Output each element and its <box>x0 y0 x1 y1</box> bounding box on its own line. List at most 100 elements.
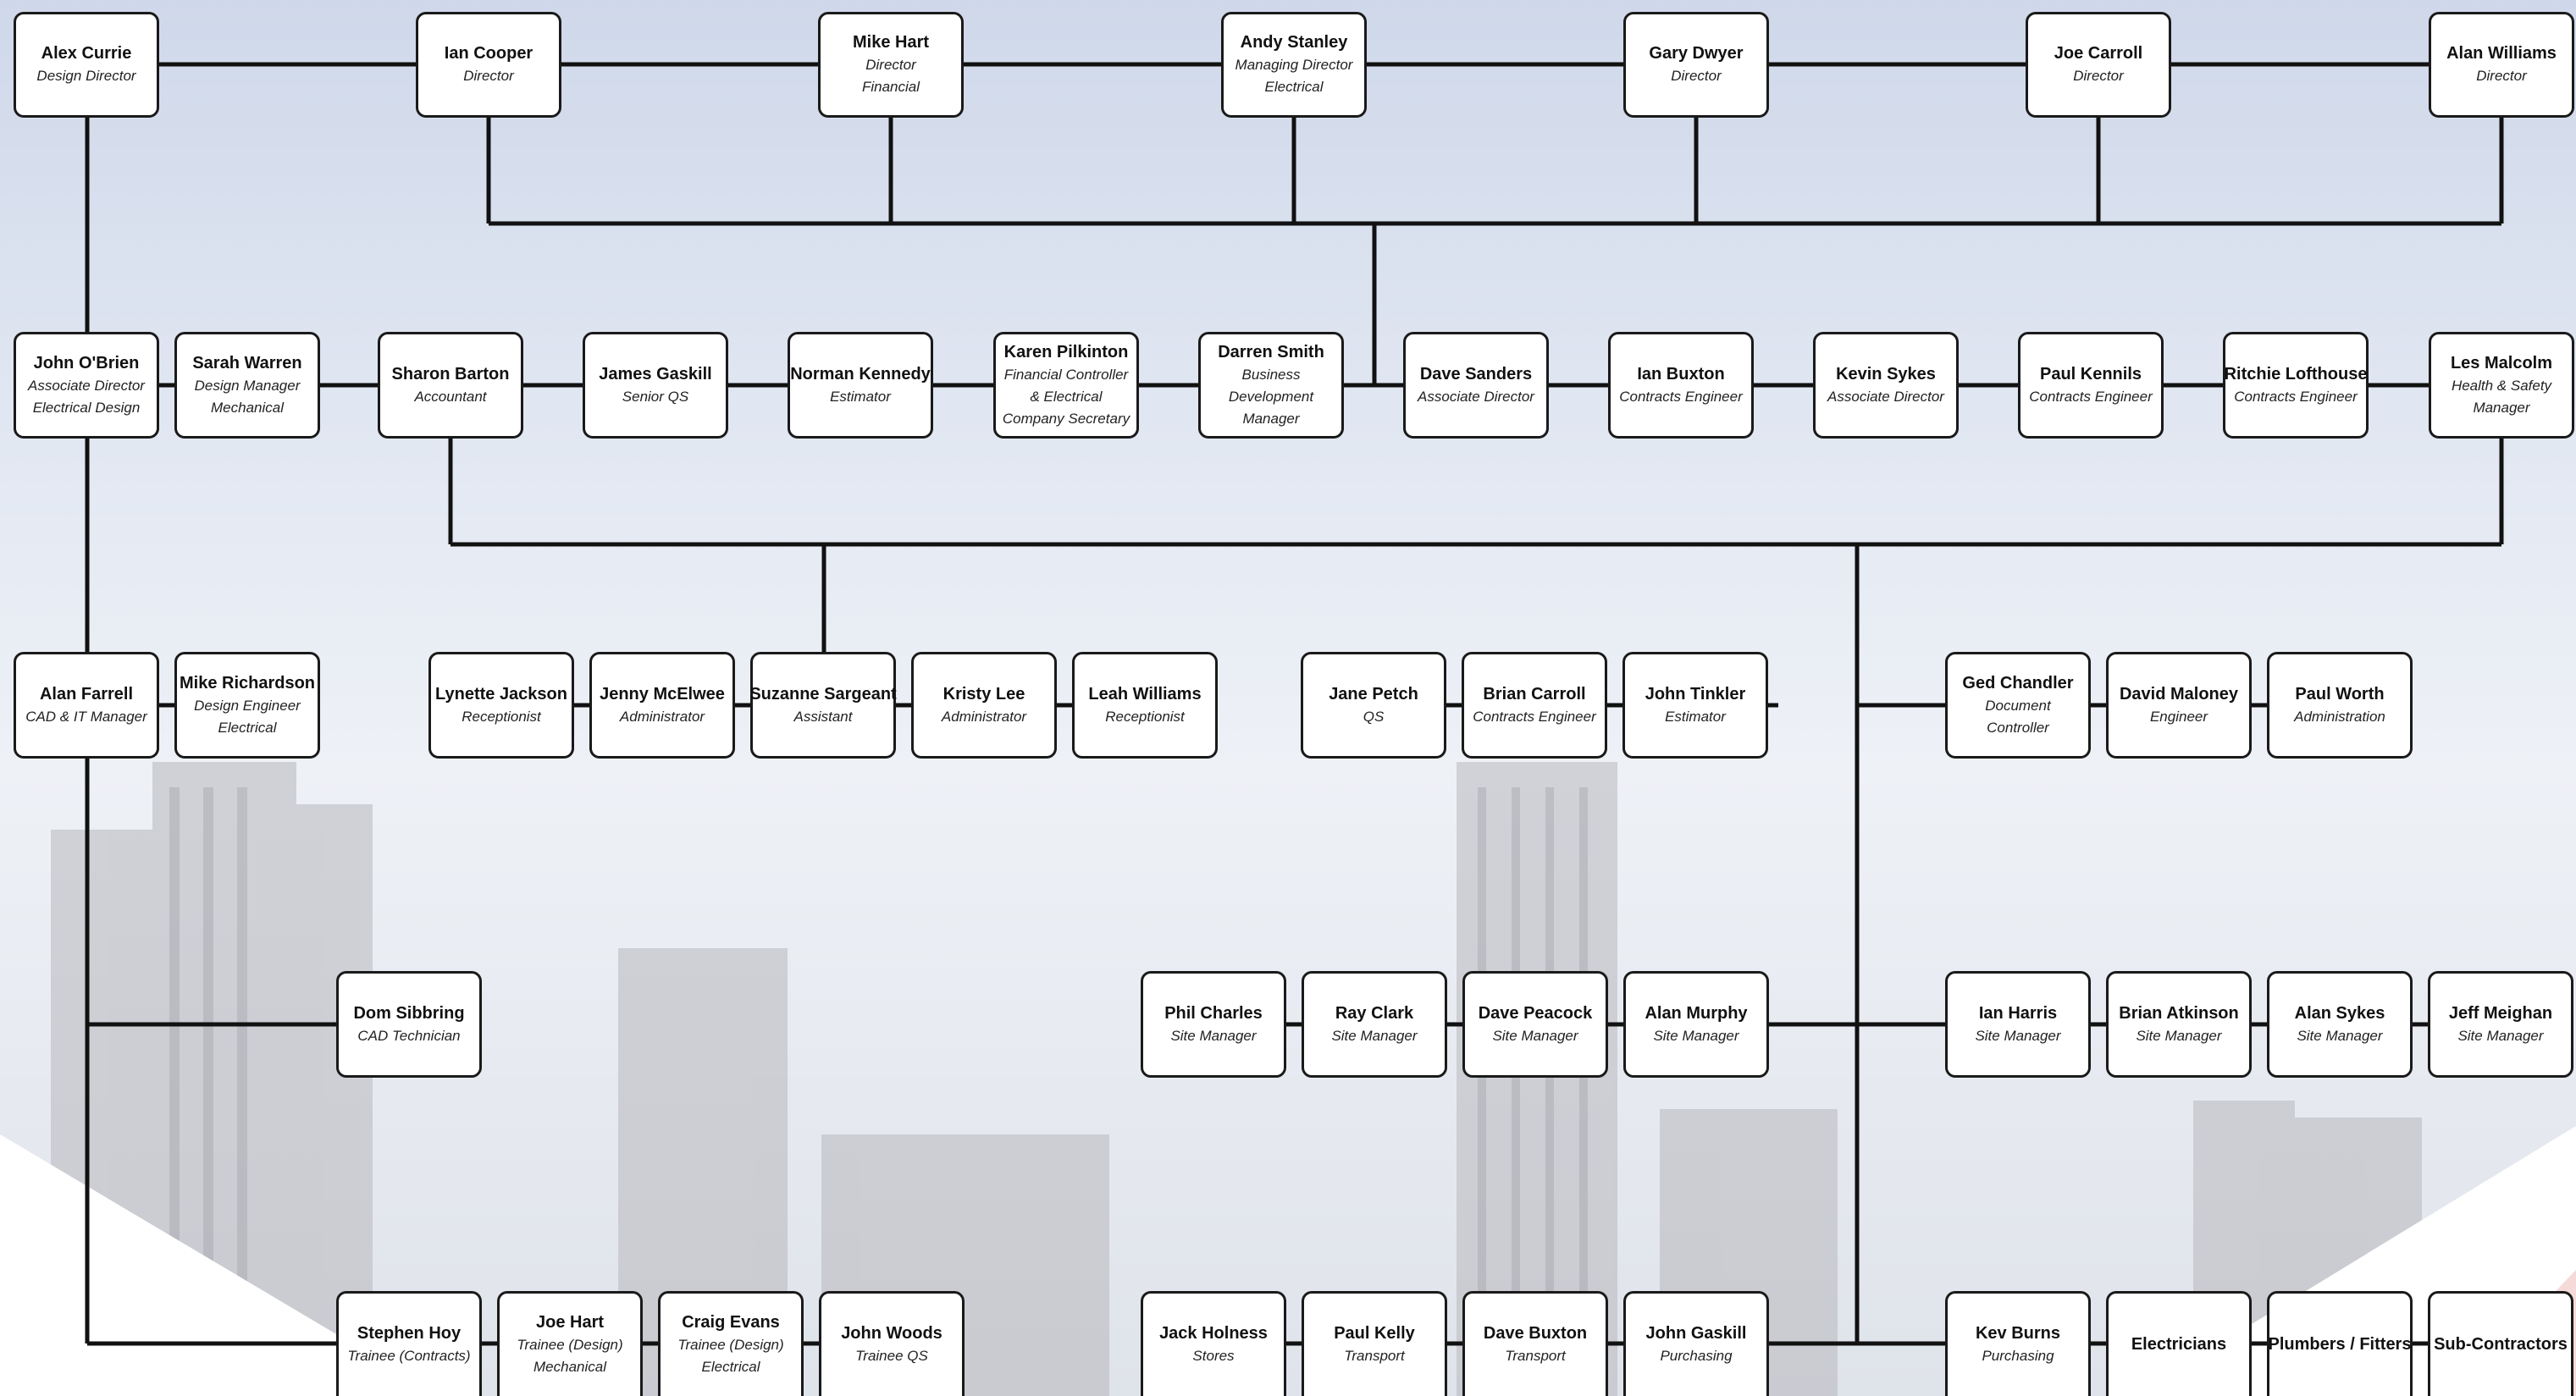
person-role: Associate Director <box>1418 388 1534 405</box>
org-box-dave-buxton: Dave Buxton Transport <box>1462 1291 1608 1396</box>
org-box-paul-kelly: Paul Kelly Transport <box>1302 1291 1447 1396</box>
org-box-electricians: Electricians <box>2106 1291 2252 1396</box>
org-box-alan-sykes: Alan Sykes Site Manager <box>2267 971 2413 1078</box>
org-box-alan-farrell: Alan Farrell CAD & IT Manager <box>14 652 159 759</box>
person-name: Mike Richardson <box>179 673 316 692</box>
org-box-brian-carroll: Brian Carroll Contracts Engineer <box>1462 652 1607 759</box>
person-role: CAD Technician <box>357 1027 461 1044</box>
person-name: Jack Holness <box>1159 1324 1268 1343</box>
person-name: Dave Buxton <box>1483 1324 1588 1343</box>
person-role: Director <box>1671 68 1722 84</box>
org-box-ray-clark: Ray Clark Site Manager <box>1302 971 1447 1078</box>
person-role: CAD & IT Manager <box>25 708 147 725</box>
org-box-dom-sibbring: Dom Sibbring CAD Technician <box>336 971 482 1078</box>
org-box-ritchie-lofthouse: Ritchie Lofthouse Contracts Engineer <box>2223 332 2369 439</box>
person-role: & Electrical <box>1030 388 1103 405</box>
org-box-john-obrien: John O'Brien Associate Director Electric… <box>14 332 159 439</box>
person-role: Assistant <box>793 708 853 725</box>
person-role: Transport <box>1344 1348 1405 1364</box>
person-role: Mechanical <box>211 399 284 416</box>
org-box-alan-murphy: Alan Murphy Site Manager <box>1623 971 1769 1078</box>
person-role: Estimator <box>830 388 891 405</box>
person-name: Alan Farrell <box>39 684 134 704</box>
person-role: Associate Director <box>1827 388 1944 405</box>
person-role: Financial Controller <box>1003 366 1129 383</box>
person-role: Trainee QS <box>855 1348 928 1364</box>
org-box-stephen-hoy: Stephen Hoy Trainee (Contracts) <box>336 1291 482 1396</box>
person-name: James Gaskill <box>599 364 712 383</box>
org-box-ian-harris: Ian Harris Site Manager <box>1945 971 2091 1078</box>
org-box-mike-richardson: Mike Richardson Design Engineer Electric… <box>174 652 320 759</box>
person-role: Site Manager <box>1492 1027 1578 1044</box>
person-role: Manager <box>1242 410 1300 427</box>
person-name: Gary Dwyer <box>1649 44 1744 63</box>
person-name: Ian Buxton <box>1637 364 1725 383</box>
org-box-phil-charles: Phil Charles Site Manager <box>1141 971 1286 1078</box>
org-box-karen-pilkinton: Karen Pilkinton Financial Controller & E… <box>993 332 1139 439</box>
person-name: Phil Charles <box>1164 1003 1263 1023</box>
group-name: Electricians <box>2131 1335 2227 1354</box>
person-name: Les Malcolm <box>2450 353 2553 372</box>
person-name: Jenny McElwee <box>600 684 725 704</box>
org-box-leah-williams: Leah Williams Receptionist <box>1072 652 1218 759</box>
org-box-ian-buxton: Ian Buxton Contracts Engineer <box>1608 332 1754 439</box>
person-role: Manager <box>2473 399 2530 416</box>
person-name: Alan Williams <box>2446 44 2557 63</box>
person-role: Administrator <box>941 708 1027 725</box>
org-box-paul-worth: Paul Worth Administration <box>2267 652 2413 759</box>
person-name: Alan Sykes <box>2294 1003 2385 1023</box>
person-role: Associate Director <box>28 377 145 394</box>
person-name: Paul Kelly <box>1334 1324 1415 1343</box>
person-name: Ian Cooper <box>444 44 533 63</box>
person-name: Suzanne Sargeant <box>749 684 897 704</box>
person-role: Estimator <box>1665 708 1726 725</box>
person-role: Director <box>463 68 514 84</box>
org-box-dave-sanders: Dave Sanders Associate Director <box>1403 332 1549 439</box>
person-name: Leah Williams <box>1088 684 1202 704</box>
person-role: Design Engineer <box>194 697 301 714</box>
person-name: Darren Smith <box>1218 342 1324 361</box>
person-role: Contracts Engineer <box>2029 388 2153 405</box>
person-name: Alex Currie <box>41 44 132 63</box>
person-name: David Maloney <box>2119 684 2239 704</box>
person-role: Contracts Engineer <box>1473 708 1596 725</box>
org-box-john-woods: John Woods Trainee QS <box>819 1291 965 1396</box>
org-box-andy-stanley: Andy Stanley Managing Director Electrica… <box>1221 12 1367 118</box>
person-role: Site Manager <box>1170 1027 1257 1044</box>
person-name: Lynette Jackson <box>435 684 567 704</box>
person-name: Brian Carroll <box>1483 684 1586 704</box>
org-box-ged-chandler: Ged Chandler Document Controller <box>1945 652 2091 759</box>
person-role: Health & Safety <box>2451 377 2552 394</box>
person-name: Karen Pilkinton <box>1003 342 1129 361</box>
person-role: Senior QS <box>622 388 689 405</box>
org-box-kristy-lee: Kristy Lee Administrator <box>911 652 1057 759</box>
person-role: Business <box>1241 366 1301 383</box>
org-box-kevin-sykes: Kevin Sykes Associate Director <box>1813 332 1959 439</box>
person-role: Electrical <box>701 1359 760 1375</box>
person-name: Norman Kennedy <box>790 364 931 383</box>
org-box-david-maloney: David Maloney Engineer <box>2106 652 2252 759</box>
person-role: Administrator <box>619 708 705 725</box>
person-name: Sharon Barton <box>391 364 510 383</box>
person-role: Trainee (Design) <box>677 1337 784 1353</box>
person-name: Kev Burns <box>1975 1324 2061 1343</box>
person-role: Purchasing <box>1982 1348 2054 1364</box>
person-role: Director <box>2073 68 2124 84</box>
org-box-jeff-meighan: Jeff Meighan Site Manager <box>2428 971 2573 1078</box>
org-box-norman-kennedy: Norman Kennedy Estimator <box>788 332 933 439</box>
person-name: Andy Stanley <box>1240 33 1348 52</box>
person-name: Kristy Lee <box>943 684 1025 704</box>
person-role: Electrical <box>1264 79 1324 95</box>
person-role: Accountant <box>414 388 487 405</box>
person-role: Contracts Engineer <box>2234 388 2358 405</box>
org-box-ian-cooper: Ian Cooper Director <box>416 12 561 118</box>
person-name: Sarah Warren <box>192 353 302 372</box>
org-box-dave-peacock: Dave Peacock Site Manager <box>1462 971 1608 1078</box>
person-name: John Woods <box>841 1324 943 1343</box>
person-role: Site Manager <box>1331 1027 1418 1044</box>
org-box-john-tinkler: John Tinkler Estimator <box>1622 652 1768 759</box>
person-role: Stores <box>1192 1348 1235 1364</box>
person-role: Trainee (Contracts) <box>347 1348 471 1364</box>
org-box-sharon-barton: Sharon Barton Accountant <box>378 332 523 439</box>
person-role: Site Manager <box>1975 1027 2061 1044</box>
